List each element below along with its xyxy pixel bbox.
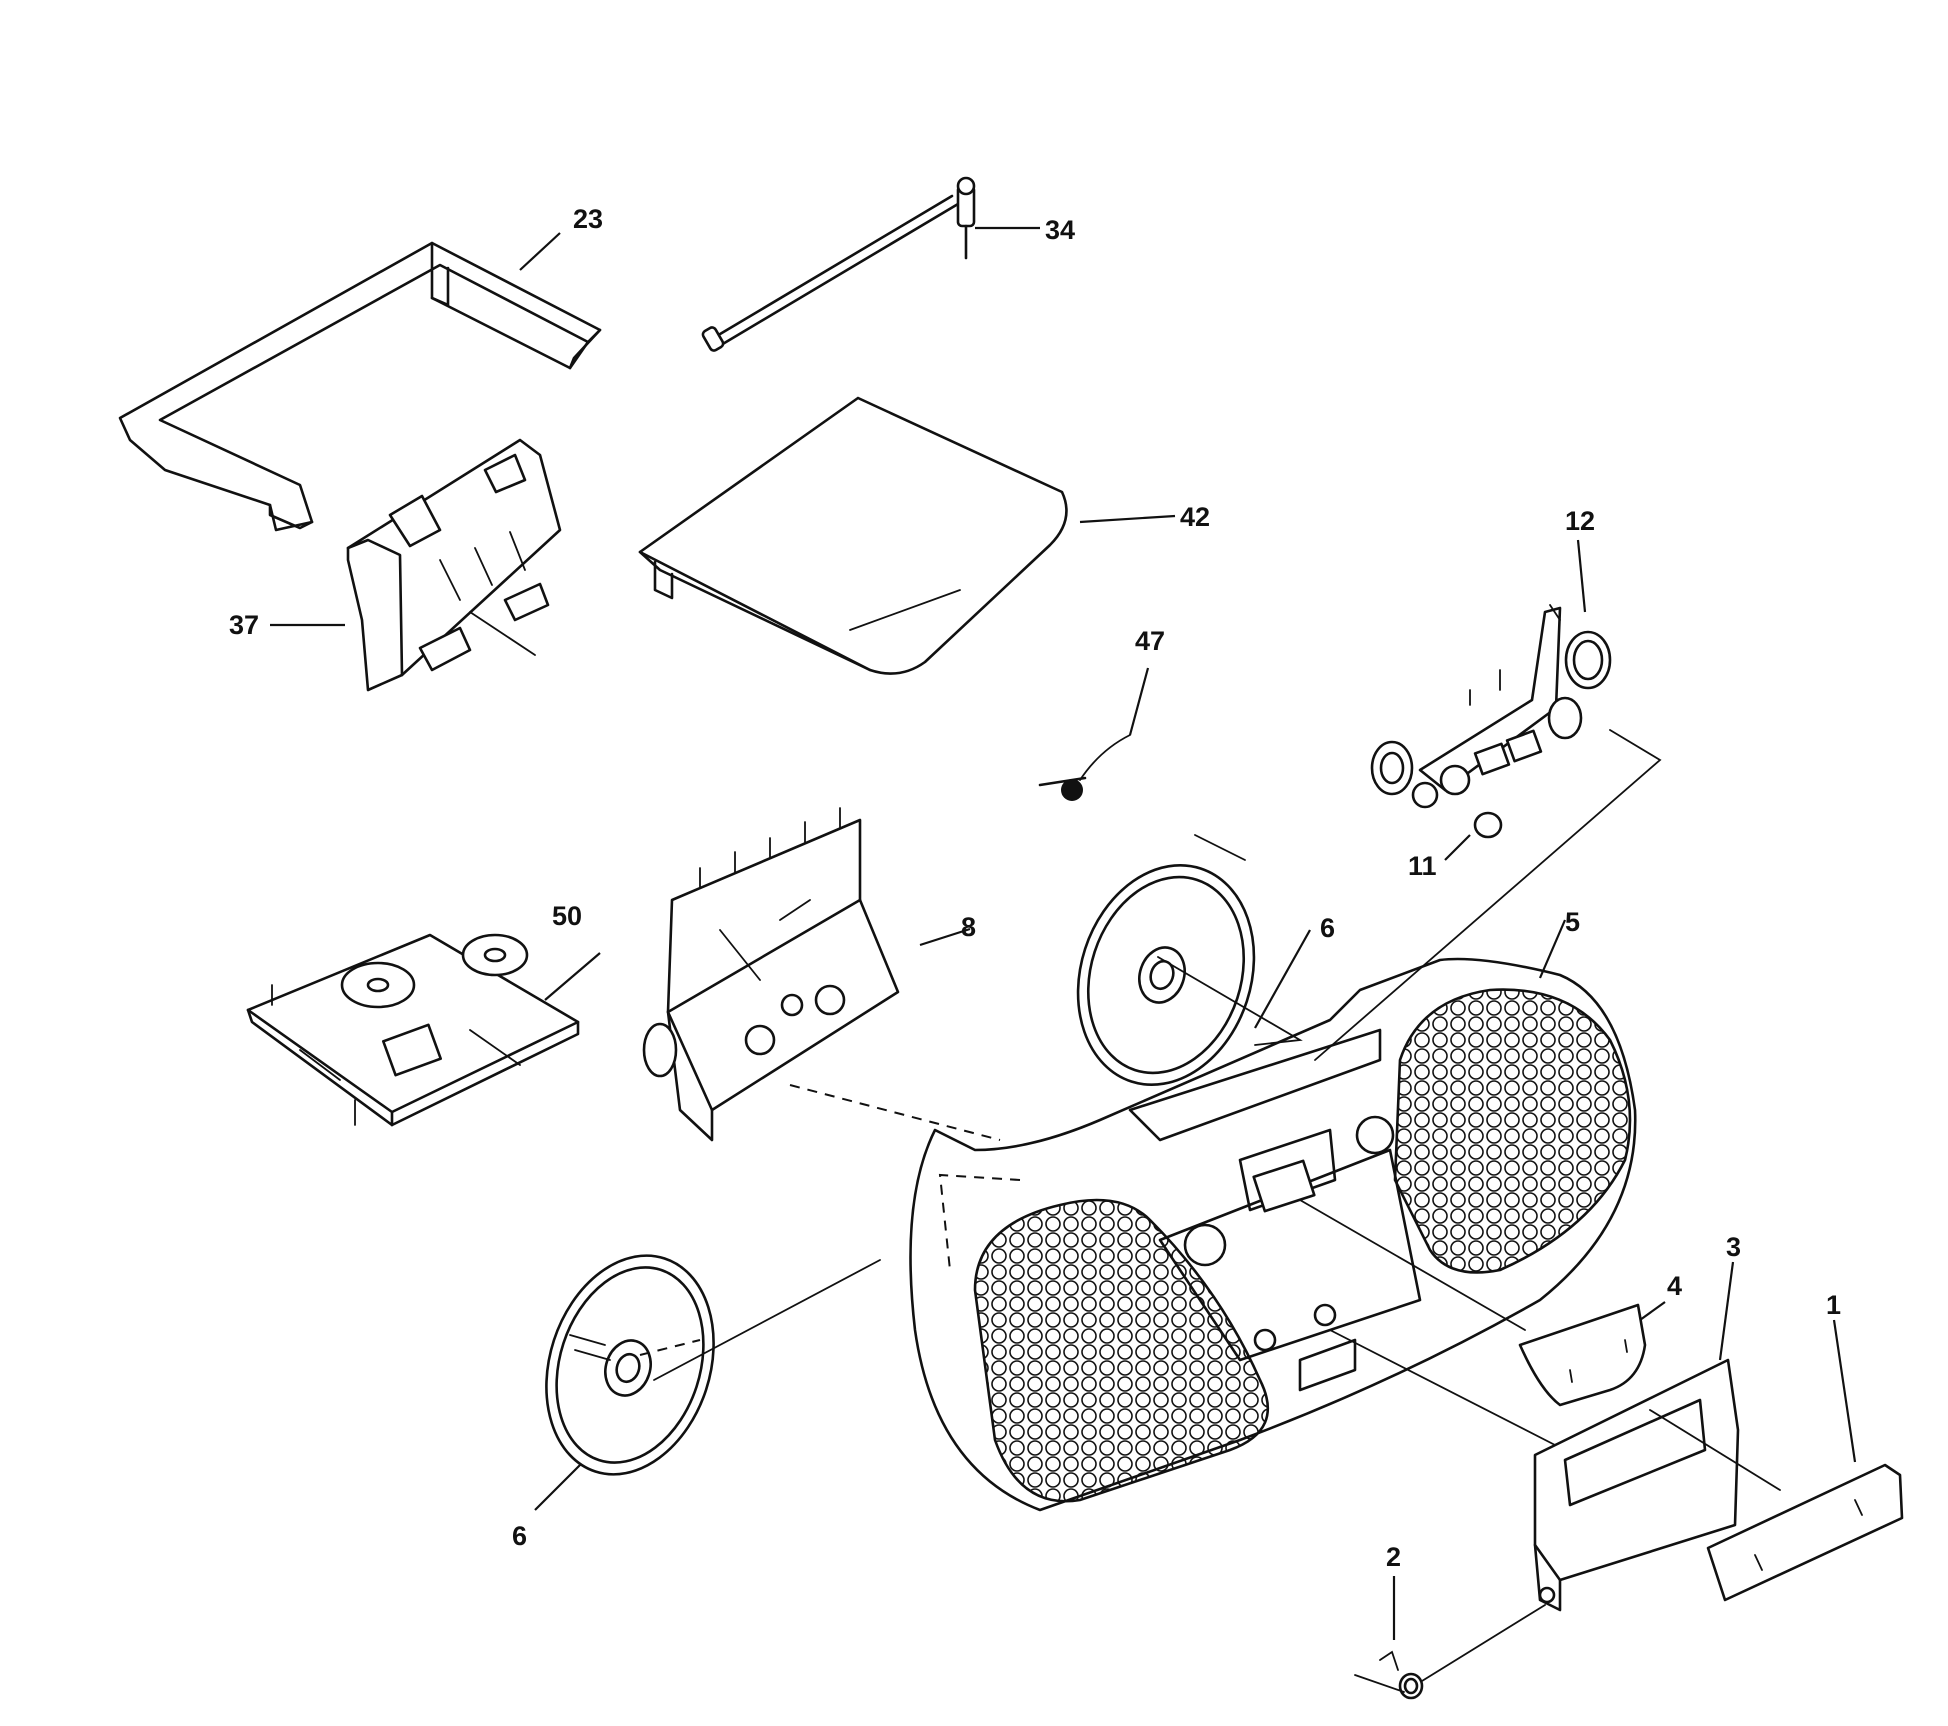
callout-3: 3 — [1726, 1232, 1741, 1262]
callout-4: 4 — [1667, 1271, 1682, 1301]
part-6-speaker-lower — [545, 1254, 715, 1476]
callout-6-upper: 6 — [1320, 913, 1335, 943]
callout-6-lower: 6 — [512, 1521, 527, 1551]
callout-23: 23 — [573, 204, 603, 234]
part-6-speaker-upper — [1076, 834, 1256, 1087]
callout-5: 5 — [1565, 907, 1580, 937]
part-42-lid — [638, 396, 1068, 675]
callout-50: 50 — [552, 901, 582, 931]
callout-1: 1 — [1826, 1290, 1841, 1320]
callout-42: 42 — [1180, 502, 1210, 532]
part-4-cassette-window — [1518, 1303, 1647, 1407]
part-11-knob — [1473, 811, 1503, 839]
assembly-lines — [639, 729, 1781, 1693]
callout-37: 37 — [229, 610, 259, 640]
part-50-cd-mechanism — [246, 933, 580, 1127]
part-37-cassette-holder — [346, 438, 562, 692]
callout-2: 2 — [1386, 1542, 1401, 1572]
callout-11: 11 — [1408, 851, 1437, 881]
part-5-cabinet — [909, 957, 1637, 1512]
callout-labels: 23 34 42 37 12 47 11 50 8 6 5 4 3 1 6 2 — [229, 204, 1841, 1572]
callout-12: 12 — [1565, 506, 1595, 536]
part-34-antenna — [701, 176, 976, 352]
callout-8: 8 — [961, 912, 976, 942]
callout-47: 47 — [1135, 626, 1165, 656]
part-2-knob — [1379, 1650, 1424, 1700]
part-47-spring — [1038, 734, 1131, 801]
part-1-button-panel — [1706, 1463, 1904, 1602]
leader-lines — [270, 226, 1857, 1640]
callout-34: 34 — [1045, 215, 1075, 245]
part-8-main-pcb — [642, 807, 900, 1142]
part-23-handle — [118, 241, 602, 532]
part-12-pcb-assembly — [1370, 604, 1612, 809]
part-3-cassette-door — [1533, 1358, 1740, 1612]
